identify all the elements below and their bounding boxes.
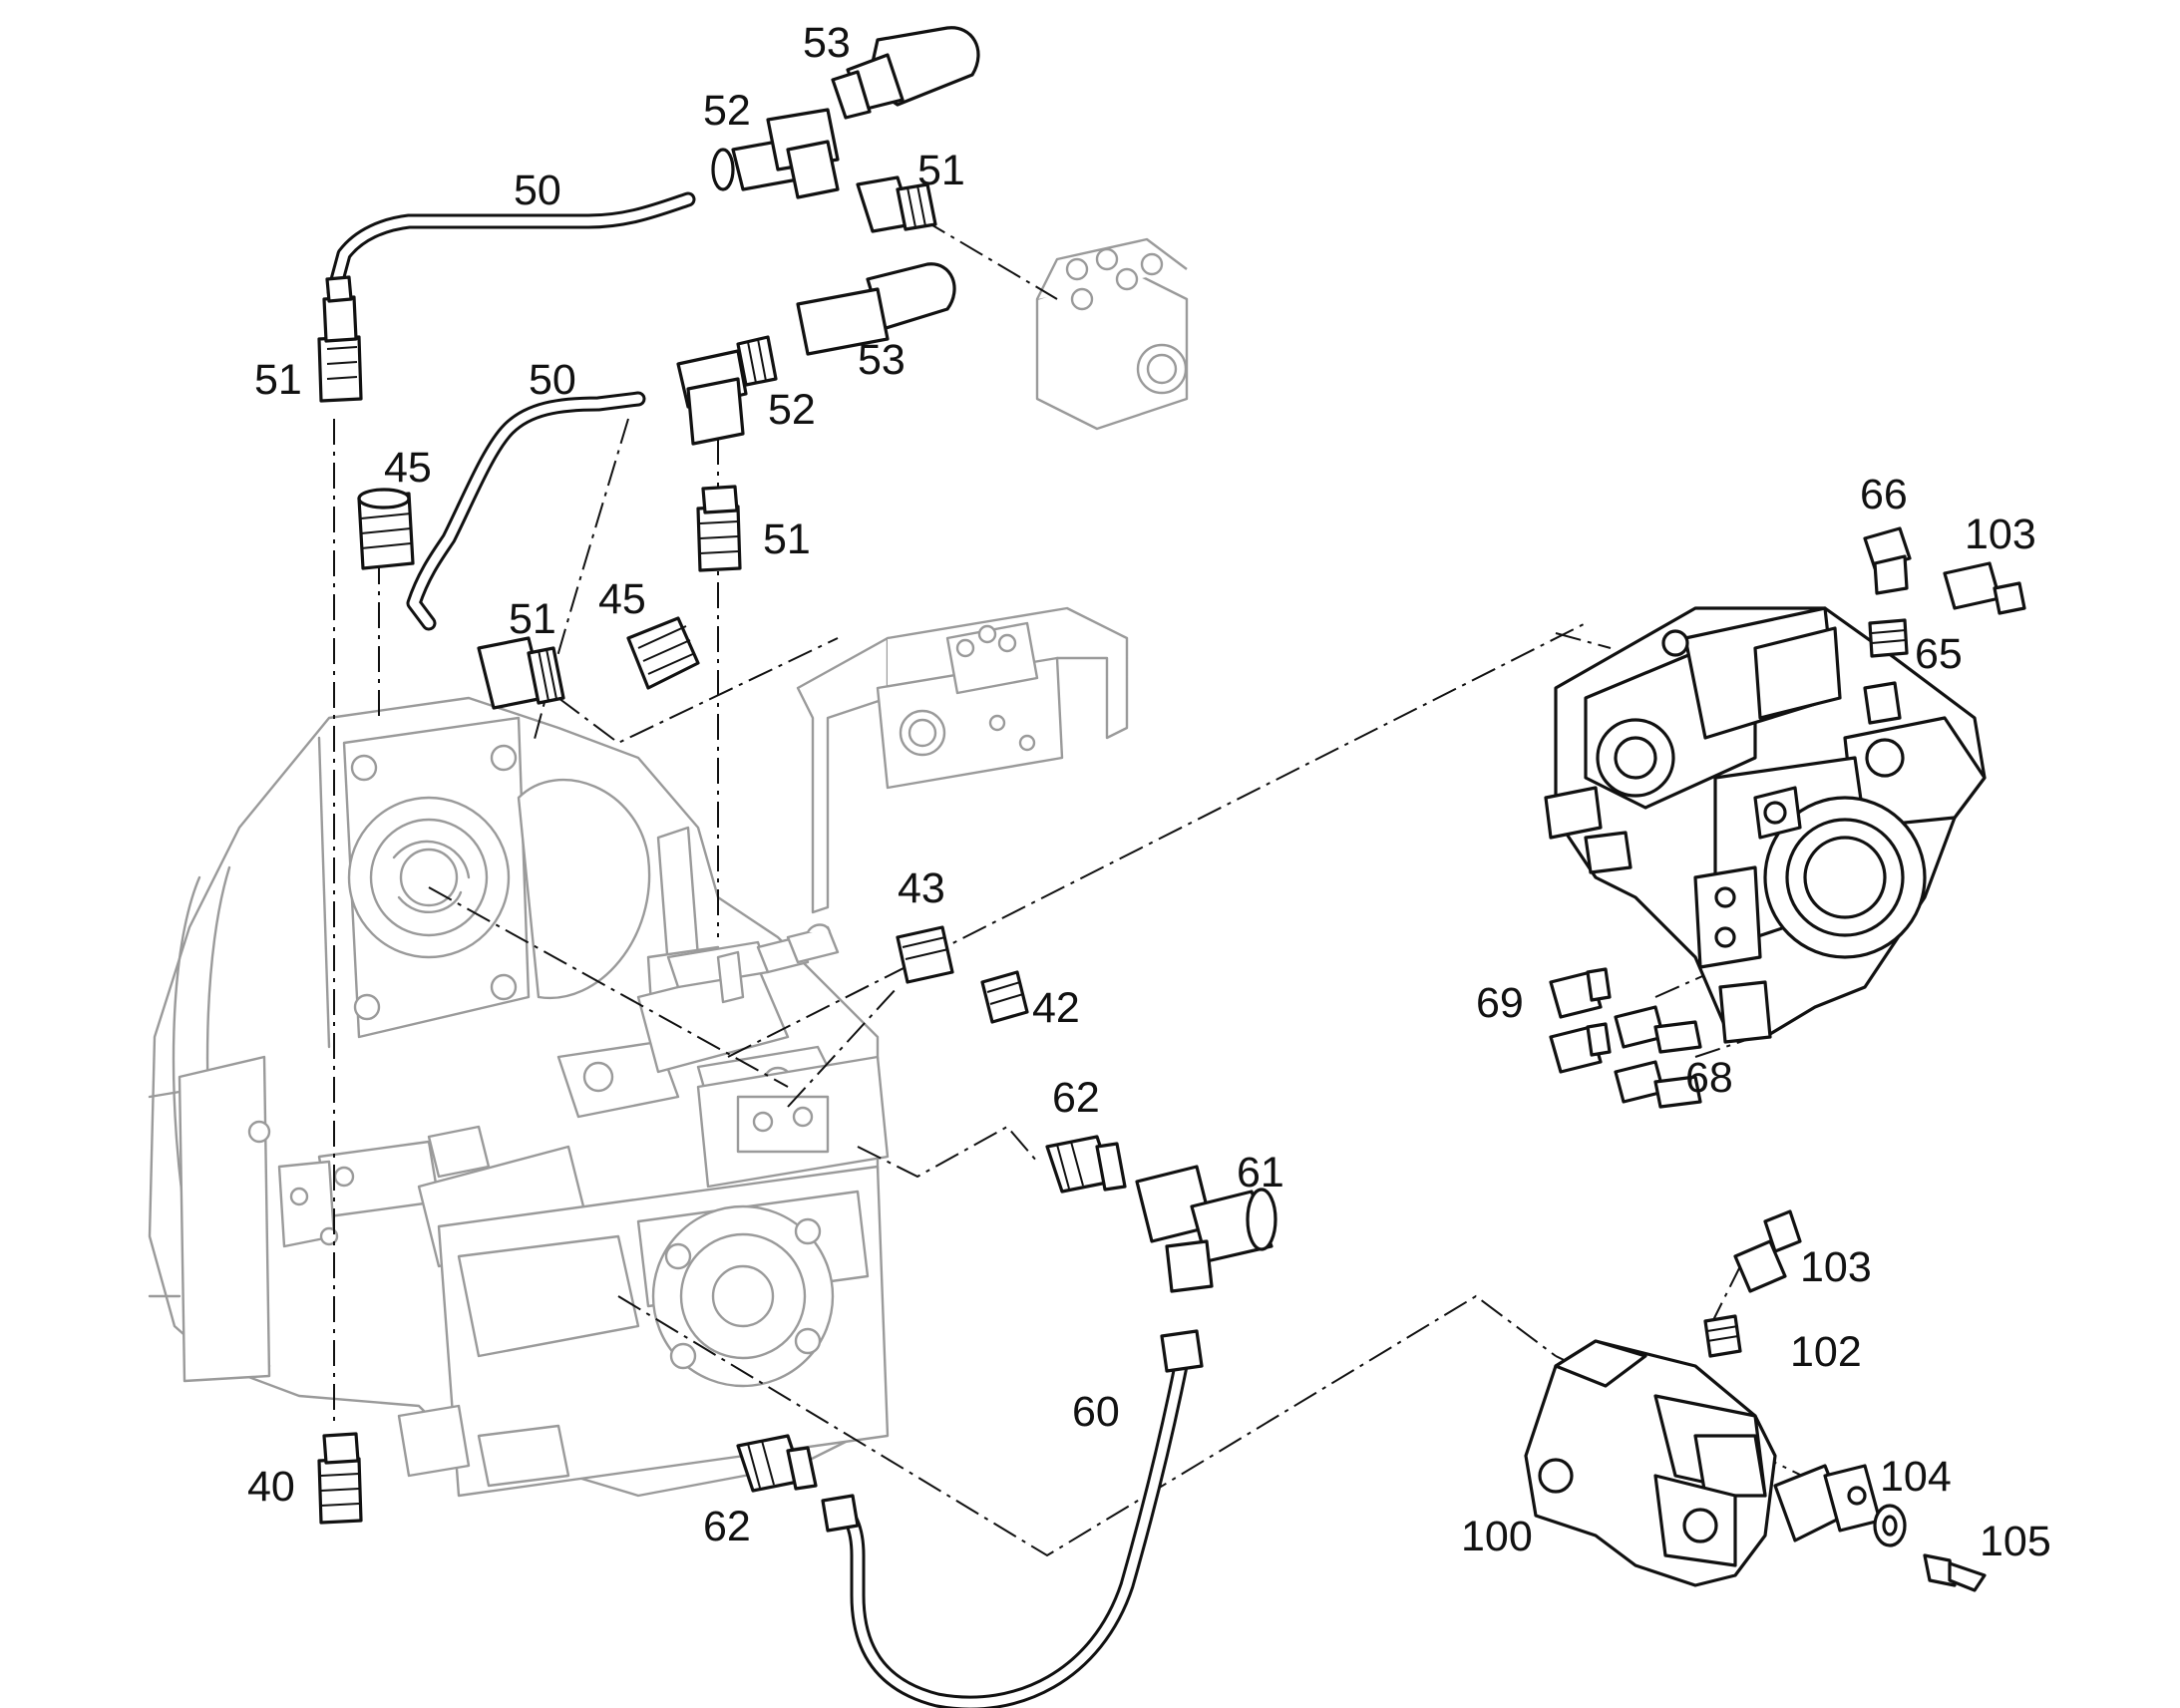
hoses — [326, 191, 1190, 1708]
transmission-housing — [148, 696, 890, 1498]
label-43: 43 — [898, 864, 945, 912]
label-65: 65 — [1915, 630, 1963, 678]
plug-45a — [357, 488, 415, 570]
tee-fitting-52a — [711, 108, 840, 199]
adapter-51c — [696, 485, 742, 572]
sensor-68 — [1614, 1005, 1702, 1109]
label-53-lower: 53 — [858, 336, 906, 384]
fittings — [317, 26, 2026, 1592]
label-51-middle: 51 — [763, 515, 811, 563]
label-45-upper: 45 — [384, 444, 432, 492]
label-51-top-right: 51 — [917, 147, 965, 194]
gear-pump-100 — [1524, 1339, 1882, 1587]
label-60: 60 — [1072, 1388, 1120, 1436]
adapter-51b — [317, 275, 363, 403]
label-69: 69 — [1476, 979, 1524, 1027]
tee-fitting-61 — [1135, 1165, 1277, 1293]
label-62-upper: 62 — [1052, 1074, 1100, 1122]
elbow-fitting-53b — [796, 262, 956, 356]
plug-42 — [980, 970, 1029, 1024]
leader-lines — [333, 218, 1906, 1557]
label-42: 42 — [1032, 984, 1080, 1032]
plug-45b — [626, 616, 700, 690]
label-50-lower: 50 — [529, 356, 576, 404]
sensor-103a — [1943, 561, 2026, 615]
elbow-66 — [1863, 526, 1912, 595]
adapter-62a — [1045, 1135, 1127, 1194]
valve-block — [1035, 237, 1189, 431]
plug-43 — [896, 925, 954, 984]
label-104: 104 — [1880, 1453, 1952, 1501]
label-40: 40 — [247, 1463, 295, 1511]
washer-104 — [1873, 1504, 1907, 1547]
bolt-105 — [1923, 1553, 1987, 1592]
tee-fitting-52b — [676, 335, 778, 446]
label-52-upper: 52 — [703, 87, 751, 135]
mounting-bracket — [796, 606, 1129, 914]
label-53-upper: 53 — [803, 19, 851, 67]
label-100: 100 — [1461, 1513, 1533, 1560]
label-62-lower: 62 — [703, 1503, 751, 1550]
plug-65 — [1868, 618, 1909, 658]
adapter-51a — [856, 175, 937, 233]
label-103-lower: 103 — [1800, 1243, 1872, 1291]
hydraulic-pump — [1544, 606, 1987, 1044]
adapter-62b — [736, 1434, 860, 1533]
label-52-lower: 52 — [768, 386, 816, 434]
label-51-lower: 51 — [509, 595, 556, 643]
elbow-fitting-53a — [831, 26, 980, 120]
plug-102 — [1703, 1314, 1742, 1358]
label-103-upper: 103 — [1965, 511, 2036, 558]
label-68: 68 — [1685, 1054, 1733, 1102]
label-50-upper: 50 — [514, 167, 561, 214]
label-61: 61 — [1237, 1149, 1284, 1196]
label-105: 105 — [1980, 1518, 2051, 1565]
label-51-left: 51 — [254, 356, 302, 404]
part-labels: 53 52 50 51 51 50 53 52 45 51 51 45 66 1… — [247, 19, 2051, 1565]
sensor-103b — [1733, 1209, 1802, 1293]
label-102: 102 — [1790, 1328, 1862, 1376]
label-66: 66 — [1860, 471, 1908, 518]
elbow-69 — [1549, 967, 1612, 1074]
adapter-51d — [477, 636, 565, 710]
hose-end-60 — [1160, 1329, 1204, 1373]
label-45-lower: 45 — [598, 575, 646, 623]
adapter-40 — [317, 1432, 363, 1525]
